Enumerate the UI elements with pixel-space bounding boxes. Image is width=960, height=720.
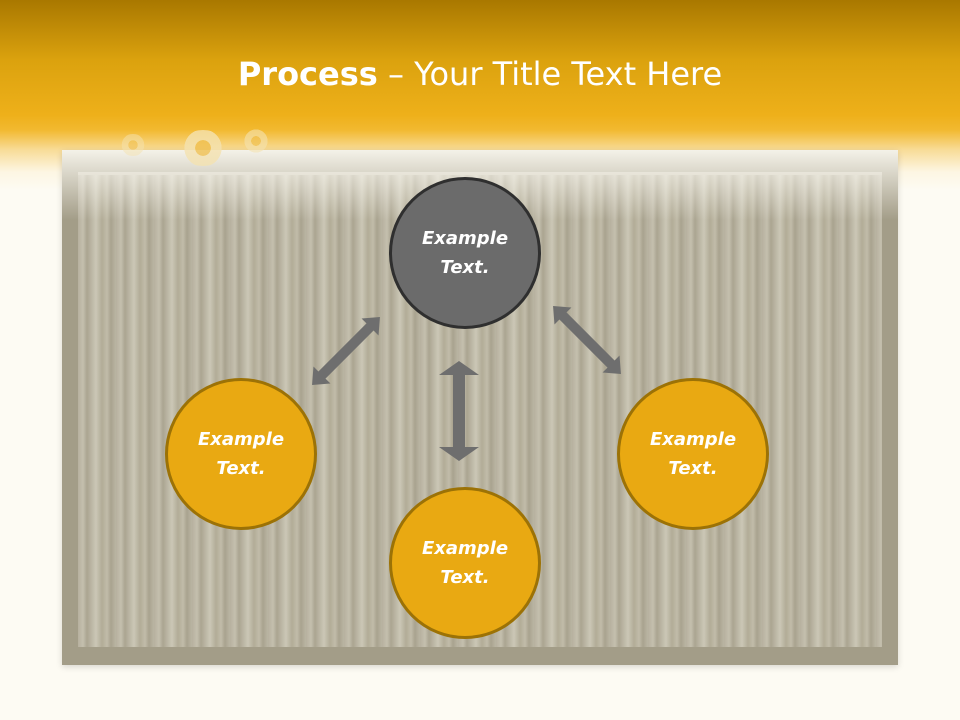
node-label-line2: Text. [216, 458, 266, 479]
double-arrow-icon-left [312, 317, 380, 385]
node-label-line2: Text. [668, 458, 718, 479]
node-label-line2: Text. [440, 567, 490, 588]
flower-decoration [242, 128, 270, 154]
double-arrow-icon-vertical [439, 361, 479, 461]
slide-title: Process – Your Title Text Here [0, 52, 960, 96]
node-label-line1: Example [649, 429, 737, 450]
flower-decoration [118, 134, 148, 156]
process-node-bottom: Example Text. [389, 487, 541, 639]
process-node-right: Example Text. [617, 378, 769, 530]
process-node-left: Example Text. [165, 378, 317, 530]
double-arrow-icon-right [553, 306, 621, 374]
title-rest-part: – Your Title Text Here [377, 55, 723, 93]
flower-decoration [178, 130, 228, 166]
node-label-line2: Text. [440, 257, 490, 278]
node-label-line1: Example [421, 538, 509, 559]
process-node-top: Example Text. [389, 177, 541, 329]
title-bold-part: Process [237, 55, 378, 93]
node-label-line1: Example [421, 228, 509, 249]
node-label-line1: Example [197, 429, 285, 450]
